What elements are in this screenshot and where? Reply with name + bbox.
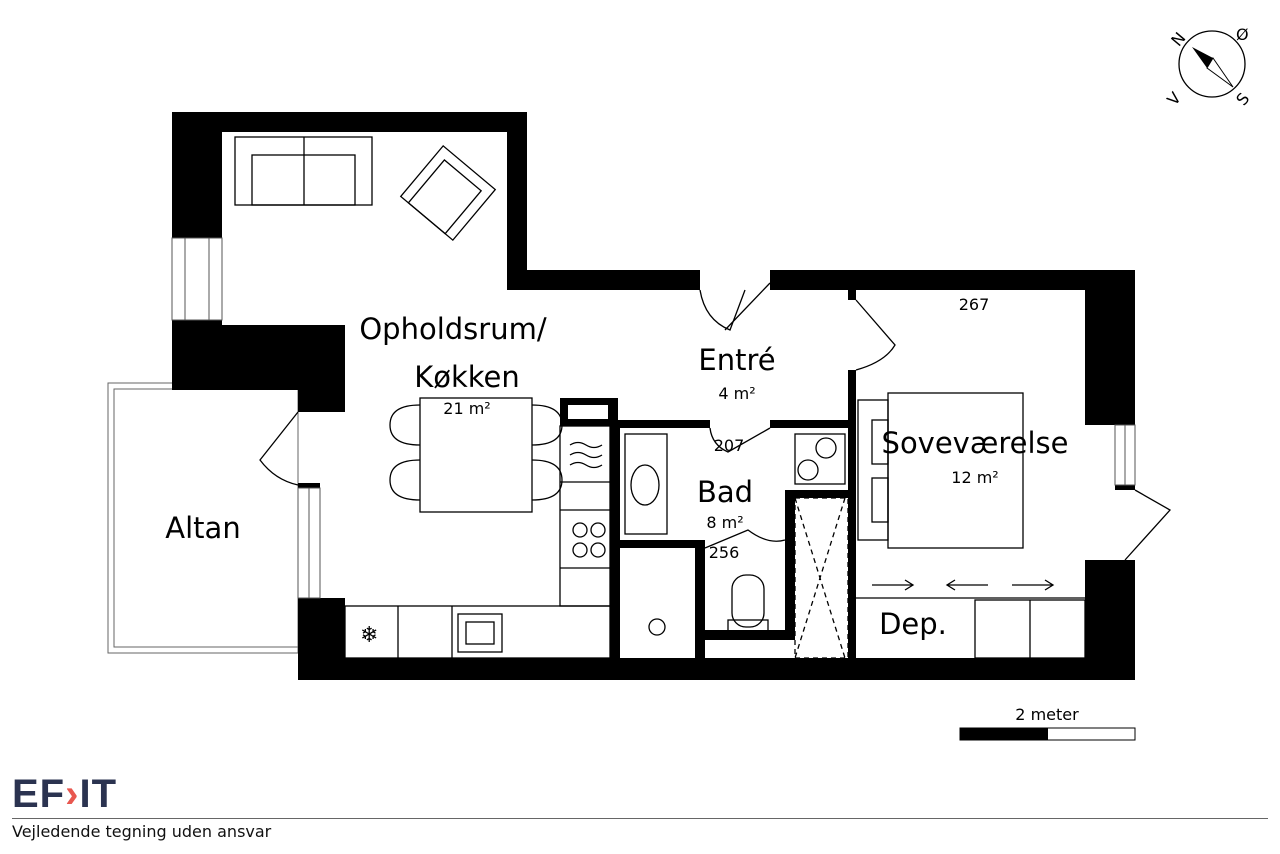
living-room-area: 21 m² bbox=[443, 399, 490, 418]
doors bbox=[259, 282, 1172, 561]
compass-north: N bbox=[1167, 29, 1189, 50]
footer-divider bbox=[12, 818, 1268, 819]
entry-name: Entré bbox=[698, 343, 775, 377]
bedroom-area: 12 m² bbox=[951, 468, 998, 487]
walls bbox=[172, 112, 1135, 680]
company-logo: EF›IT bbox=[12, 772, 117, 816]
svg-text:❄: ❄ bbox=[360, 622, 378, 647]
scale-bar: 2 meter bbox=[959, 705, 1136, 741]
compass-south: S bbox=[1232, 89, 1253, 109]
entry-height: 207 bbox=[714, 436, 745, 455]
bedroom-height: 267 bbox=[959, 295, 990, 314]
windows bbox=[171, 237, 1136, 599]
scale-label: 2 meter bbox=[1015, 705, 1079, 724]
living-room-name-line2: Køkken bbox=[414, 360, 520, 394]
bedroom-name: Soveværelse bbox=[882, 426, 1069, 460]
disclaimer-text: Vejledende tegning uden ansvar bbox=[12, 822, 272, 841]
bath-area: 8 m² bbox=[706, 513, 743, 532]
furniture: ❄ bbox=[234, 136, 1086, 659]
compass-icon: N Ø S V bbox=[1163, 25, 1253, 109]
storage-name: Dep. bbox=[879, 607, 947, 641]
compass-east: Ø bbox=[1236, 25, 1249, 44]
compass-west: V bbox=[1163, 88, 1185, 109]
bath-height: 256 bbox=[709, 543, 740, 562]
balcony-name: Altan bbox=[165, 511, 240, 545]
living-room-name-line1: Opholdsrum/ bbox=[359, 312, 546, 346]
bath-name: Bad bbox=[697, 475, 753, 509]
entry-area: 4 m² bbox=[718, 384, 755, 403]
